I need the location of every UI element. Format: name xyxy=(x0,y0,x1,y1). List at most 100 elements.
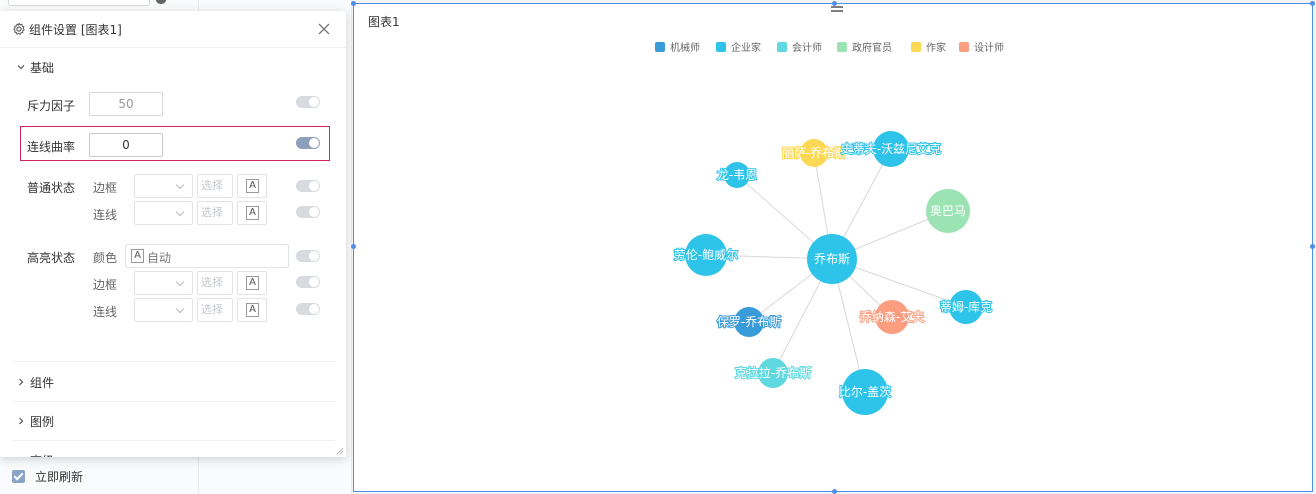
resize-handle-top-left[interactable] xyxy=(351,1,356,6)
font-a-icon: A xyxy=(246,276,259,290)
highlight-line-label: 连线 xyxy=(93,305,118,319)
divider xyxy=(12,361,335,362)
section-component-label: 组件 xyxy=(30,375,55,390)
highlight-line-font-button[interactable]: A xyxy=(237,298,267,322)
graph-node[interactable] xyxy=(800,139,828,167)
graph-node-label: 克拉拉-乔布斯 xyxy=(735,365,811,380)
resize-handle-top-right[interactable] xyxy=(1310,1,1315,6)
refresh-row[interactable]: 立即刷新 xyxy=(0,458,198,494)
legend-label[interactable]: 企业家 xyxy=(731,41,761,54)
highlight-border-font-button[interactable]: A xyxy=(237,271,267,295)
graph-node-label: 比尔-盖茨 xyxy=(839,384,891,399)
graph-node-label: 蒂姆-库克 xyxy=(940,299,992,314)
resize-handle-right[interactable] xyxy=(1310,244,1315,249)
gear-icon xyxy=(13,22,25,35)
graph-node[interactable] xyxy=(734,307,764,337)
top-input-partial[interactable] xyxy=(8,0,150,6)
highlight-color-label: 颜色 xyxy=(93,251,118,265)
normal-line-picker[interactable]: 选择 xyxy=(197,201,233,225)
highlight-line-picker[interactable]: 选择 xyxy=(197,298,233,322)
highlight-border-label: 边框 xyxy=(93,278,118,292)
graph-node[interactable] xyxy=(685,234,727,276)
legend-swatch[interactable] xyxy=(837,42,847,52)
drag-handle-icon[interactable] xyxy=(831,6,843,12)
normal-border-picker[interactable]: 选择 xyxy=(197,174,233,198)
graph-node[interactable] xyxy=(873,131,909,167)
legend-swatch[interactable] xyxy=(777,42,787,52)
normal-border-font-button[interactable]: A xyxy=(237,174,267,198)
curvature-label: 连线曲率 xyxy=(27,140,76,154)
resize-handle-bottom[interactable] xyxy=(832,489,837,494)
section-legend[interactable]: 图例 xyxy=(0,402,346,440)
chevron-down-icon xyxy=(175,207,185,217)
legend-swatch[interactable] xyxy=(911,42,921,52)
graph-node-label: 劳伦-鲍威尔 xyxy=(674,247,738,262)
repulsion-toggle[interactable] xyxy=(296,96,320,108)
highlight-state-color-row: 高亮状态 颜色 A 自动 xyxy=(0,243,346,271)
graph-node[interactable] xyxy=(949,290,983,324)
section-advanced-label: 高级 xyxy=(30,452,54,458)
force-graph-chart[interactable]: 机械师企业家会计师政府官员作家设计师乔布斯丽萨-乔布斯史蒂夫-沃兹尼艾克龙-韦恩… xyxy=(354,4,1312,491)
font-a-icon: A xyxy=(131,249,144,263)
section-advanced[interactable]: 高级 xyxy=(0,441,346,457)
curvature-row: 连线曲率 0 xyxy=(0,132,346,160)
legend-label[interactable]: 机械师 xyxy=(670,41,700,54)
normal-border-select[interactable] xyxy=(134,174,193,198)
top-icon-partial xyxy=(156,0,166,4)
divider xyxy=(12,440,335,441)
highlight-line-select[interactable] xyxy=(134,298,193,322)
legend-label[interactable]: 政府官员 xyxy=(852,41,892,54)
graph-node-label: 乔纳森-艾夫 xyxy=(860,309,924,324)
panel-header: 组件设置 [图表1] xyxy=(0,11,346,48)
component-settings-panel: 组件设置 [图表1] 基础 斥力因子 50 连线曲率 0 普通状态 边框 选择 … xyxy=(0,11,346,457)
normal-line-select[interactable] xyxy=(134,201,193,225)
graph-node[interactable] xyxy=(926,189,970,233)
chevron-down-icon xyxy=(175,304,185,314)
repulsion-label: 斥力因子 xyxy=(27,99,76,113)
resize-handle-top[interactable] xyxy=(832,1,837,6)
highlight-state-line-row: 连线 选择 A xyxy=(0,297,346,325)
highlight-color-toggle[interactable] xyxy=(296,250,320,262)
refresh-checkbox[interactable] xyxy=(12,469,25,483)
normal-border-toggle[interactable] xyxy=(296,180,320,192)
resize-handle-icon[interactable] xyxy=(336,447,344,455)
font-a-icon: A xyxy=(246,303,259,317)
graph-node[interactable] xyxy=(842,369,888,415)
chevron-right-icon xyxy=(19,417,24,425)
graph-node[interactable] xyxy=(724,162,750,188)
legend-swatch[interactable] xyxy=(655,42,665,52)
divider xyxy=(12,401,335,402)
curvature-toggle[interactable] xyxy=(296,137,320,149)
section-legend-label: 图例 xyxy=(30,414,55,429)
chart-canvas[interactable]: 图表1 机械师企业家会计师政府官员作家设计师乔布斯丽萨-乔布斯史蒂夫-沃兹尼艾克… xyxy=(351,1,1315,494)
refresh-label: 立即刷新 xyxy=(35,469,84,484)
graph-node-label: 保罗-乔布斯 xyxy=(717,315,781,329)
highlight-line-toggle[interactable] xyxy=(296,303,320,315)
highlight-border-picker[interactable]: 选择 xyxy=(197,271,233,295)
legend-label[interactable]: 设计师 xyxy=(974,41,1004,54)
graph-node-label: 龙-韦恩 xyxy=(717,168,757,182)
highlight-color-field[interactable]: A 自动 xyxy=(125,244,289,268)
graph-node[interactable] xyxy=(758,358,788,388)
curvature-highlight xyxy=(20,126,330,161)
graph-node-label: 奥巴马 xyxy=(930,204,966,218)
legend-swatch[interactable] xyxy=(959,42,969,52)
section-component[interactable]: 组件 xyxy=(0,363,346,401)
highlight-border-select[interactable] xyxy=(134,271,193,295)
legend-swatch[interactable] xyxy=(716,42,726,52)
legend-label[interactable]: 作家 xyxy=(926,41,946,54)
highlight-border-toggle[interactable] xyxy=(296,276,320,288)
normal-line-font-button[interactable]: A xyxy=(237,201,267,225)
graph-node[interactable] xyxy=(807,234,857,284)
normal-state-label: 普通状态 xyxy=(27,181,76,195)
chevron-right-icon xyxy=(19,456,21,457)
highlight-color-value: 自动 xyxy=(147,251,172,265)
graph-node[interactable] xyxy=(875,300,909,334)
normal-line-toggle[interactable] xyxy=(296,206,320,218)
section-basic[interactable]: 基础 xyxy=(0,48,54,86)
legend-label[interactable]: 会计师 xyxy=(792,41,822,54)
curvature-input[interactable]: 0 xyxy=(89,133,163,157)
resize-handle-left[interactable] xyxy=(351,244,356,249)
close-icon[interactable] xyxy=(316,21,332,37)
repulsion-input[interactable]: 50 xyxy=(89,92,163,116)
